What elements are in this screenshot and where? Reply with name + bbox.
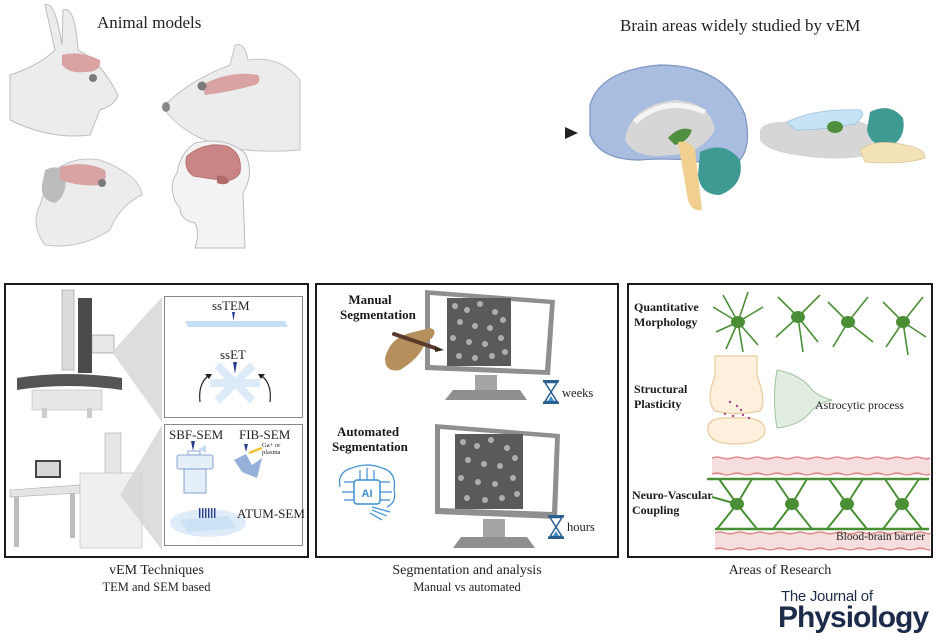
rat-eye bbox=[197, 81, 207, 91]
sset-diagram bbox=[199, 362, 271, 404]
beam-icon bbox=[244, 444, 248, 452]
astrocyte-soma bbox=[730, 498, 744, 510]
manual-segmentation-label: Manual Segmentation bbox=[340, 292, 416, 322]
journal-logo-line2: Physiology bbox=[778, 601, 929, 634]
mouse-eye bbox=[98, 179, 106, 187]
human-illustration bbox=[171, 140, 250, 249]
hourglass-icon bbox=[543, 380, 559, 404]
rodent-forebrain bbox=[760, 119, 875, 159]
mouse-brain bbox=[60, 164, 106, 186]
sstem-diagram bbox=[185, 312, 288, 327]
tem-microscope bbox=[17, 289, 122, 418]
astrocytic-process-shape bbox=[774, 369, 833, 429]
zoom-cone-tem bbox=[112, 297, 162, 422]
tem-monitor bbox=[91, 334, 115, 354]
rotate-arrow-icon bbox=[258, 374, 265, 379]
fib-beam-label: Ga+ or plasma bbox=[262, 442, 281, 456]
sem-microscope bbox=[9, 432, 143, 549]
cerebellum-region bbox=[698, 147, 741, 195]
structural-plasticity-label: Structural Plasticity bbox=[634, 382, 688, 411]
panel-2-caption: Segmentation and analysis Manual vs auto… bbox=[315, 563, 619, 595]
human-brain bbox=[185, 144, 241, 182]
astrocyte-soma bbox=[785, 498, 799, 510]
rotate-arrow-icon bbox=[205, 374, 212, 379]
sbf-sem-diagram bbox=[176, 441, 214, 494]
arrow-head-icon bbox=[565, 127, 578, 139]
rabbit-eye bbox=[89, 74, 97, 82]
astrocyte-soma bbox=[840, 498, 854, 510]
rabbit-brain bbox=[62, 53, 101, 73]
ai-brain-icon: AI bbox=[338, 464, 396, 521]
mouse-illustration bbox=[35, 158, 143, 247]
fib-sem-diagram bbox=[234, 444, 263, 478]
fib-sem-label: FIB-SEM bbox=[239, 427, 291, 442]
rodent-brainstem bbox=[859, 142, 926, 164]
rat-brain bbox=[202, 73, 260, 95]
panel-3-caption: Areas of Research bbox=[627, 563, 933, 579]
blood-vessel-top bbox=[711, 456, 931, 476]
vem-techniques-caption: vEM Techniques bbox=[109, 563, 204, 578]
hand-pen-icon bbox=[385, 328, 444, 371]
rodent-brain-sagittal bbox=[760, 108, 926, 164]
postsynaptic-terminal bbox=[707, 417, 766, 445]
astrocyte-soma bbox=[895, 498, 909, 510]
beam-icon bbox=[191, 441, 195, 451]
neuron-soma bbox=[896, 316, 910, 328]
rodent-cortex bbox=[786, 109, 863, 131]
auto-time-label: hours bbox=[567, 520, 595, 534]
sstem-label: ssTEM bbox=[212, 298, 250, 313]
neuron-morphology-row bbox=[712, 291, 927, 356]
human-brain-sagittal bbox=[589, 64, 749, 211]
neuron-soma bbox=[731, 316, 745, 328]
beam-icon bbox=[232, 312, 235, 321]
sset-label: ssET bbox=[220, 347, 246, 362]
manual-time-label: weeks bbox=[562, 386, 594, 400]
zoom-cone-sem bbox=[120, 425, 162, 550]
journal-logo-line1: The Journal of bbox=[781, 588, 873, 605]
animal-models-title: Animal models bbox=[97, 13, 202, 32]
hippocampus-region bbox=[668, 128, 692, 145]
rodent-hippocampus bbox=[827, 121, 843, 133]
ai-chip-text: AI bbox=[362, 488, 373, 500]
rodent-cerebellum bbox=[867, 108, 904, 148]
quantitative-morphology-label: Quantitative Morphology bbox=[634, 300, 699, 329]
panel-1-caption: vEM Techniques TEM and SEM based bbox=[4, 563, 309, 595]
brain-areas-title: Brain areas widely studied by vEM bbox=[620, 16, 861, 35]
presynaptic-terminal bbox=[709, 355, 764, 414]
areas-of-research-caption: Areas of Research bbox=[728, 563, 832, 578]
sbf-sem-label: SBF-SEM bbox=[169, 427, 224, 442]
monitor-automated bbox=[435, 424, 560, 548]
beam-icon bbox=[233, 362, 237, 374]
blood-brain-barrier-label: Blood-brain barrier bbox=[836, 531, 926, 543]
rat-illustration bbox=[162, 44, 301, 152]
segmentation-caption: Segmentation and analysis bbox=[392, 563, 542, 578]
neuron-soma bbox=[791, 311, 805, 323]
automated-segmentation-label: Automated Segmentation bbox=[332, 424, 408, 454]
atum-sem-diagram bbox=[170, 508, 246, 537]
brainstem-region bbox=[678, 141, 702, 211]
monitor-manual bbox=[425, 290, 555, 400]
neuron-soma bbox=[841, 316, 855, 328]
blood-vessel-bottom bbox=[714, 531, 931, 551]
atum-sem-label: ATUM-SEM bbox=[237, 506, 305, 521]
flow-arrow bbox=[265, 127, 578, 139]
astrocytic-process-label: Astrocytic process bbox=[815, 398, 904, 412]
segmentation-subcaption: Manual vs automated bbox=[413, 580, 521, 594]
hourglass-icon bbox=[548, 515, 564, 539]
rabbit-illustration bbox=[9, 4, 119, 137]
astrocyte-coupling-row bbox=[707, 477, 929, 531]
vem-techniques-subcaption: TEM and SEM based bbox=[102, 580, 211, 594]
synapse-diagram bbox=[707, 355, 766, 445]
neuro-vascular-coupling-label: Neuro-Vascular Coupling bbox=[632, 488, 713, 517]
